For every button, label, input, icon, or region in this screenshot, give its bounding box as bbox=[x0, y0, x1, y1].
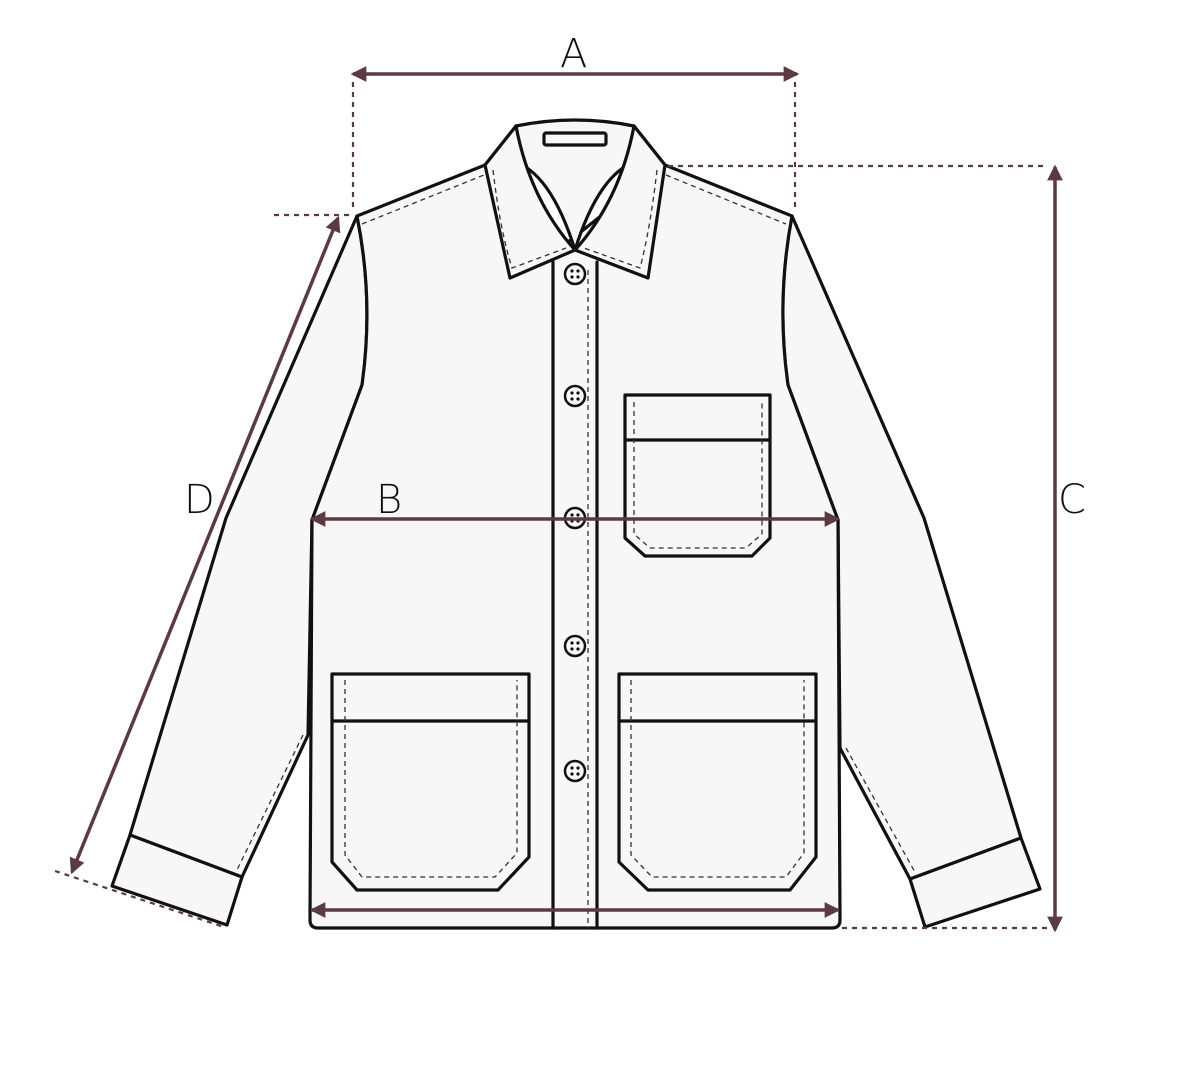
placket bbox=[551, 260, 599, 930]
right-cuff bbox=[908, 836, 1042, 929]
neck-label bbox=[542, 131, 608, 147]
measure-d-label: D bbox=[184, 477, 215, 523]
left-shoulder-stitch bbox=[361, 174, 485, 225]
stitching bbox=[235, 169, 917, 928]
right-collar bbox=[573, 124, 667, 280]
measure-a-label: A bbox=[560, 31, 588, 77]
button-1 bbox=[563, 262, 587, 286]
measurement-lines bbox=[54, 66, 1063, 933]
right-sleeve-stitch bbox=[845, 747, 917, 875]
lower-left-pocket-stitch bbox=[344, 680, 518, 878]
button-2 bbox=[563, 384, 587, 408]
lower-right-pocket bbox=[617, 672, 818, 892]
collar-stand bbox=[483, 118, 667, 252]
left-collar-stitch bbox=[492, 169, 567, 269]
measure-c-label: C bbox=[1058, 477, 1086, 523]
measure-d-arrow bbox=[69, 215, 341, 875]
measure-b-label: B bbox=[376, 477, 403, 523]
right-collar-stitch bbox=[583, 169, 658, 269]
chest-pocket bbox=[623, 393, 772, 558]
lower-left-pocket bbox=[330, 672, 531, 892]
lower-right-pocket-stitch bbox=[630, 680, 805, 878]
right-shoulder-stitch bbox=[665, 174, 787, 225]
button-5 bbox=[563, 759, 587, 783]
button-4 bbox=[563, 634, 587, 658]
